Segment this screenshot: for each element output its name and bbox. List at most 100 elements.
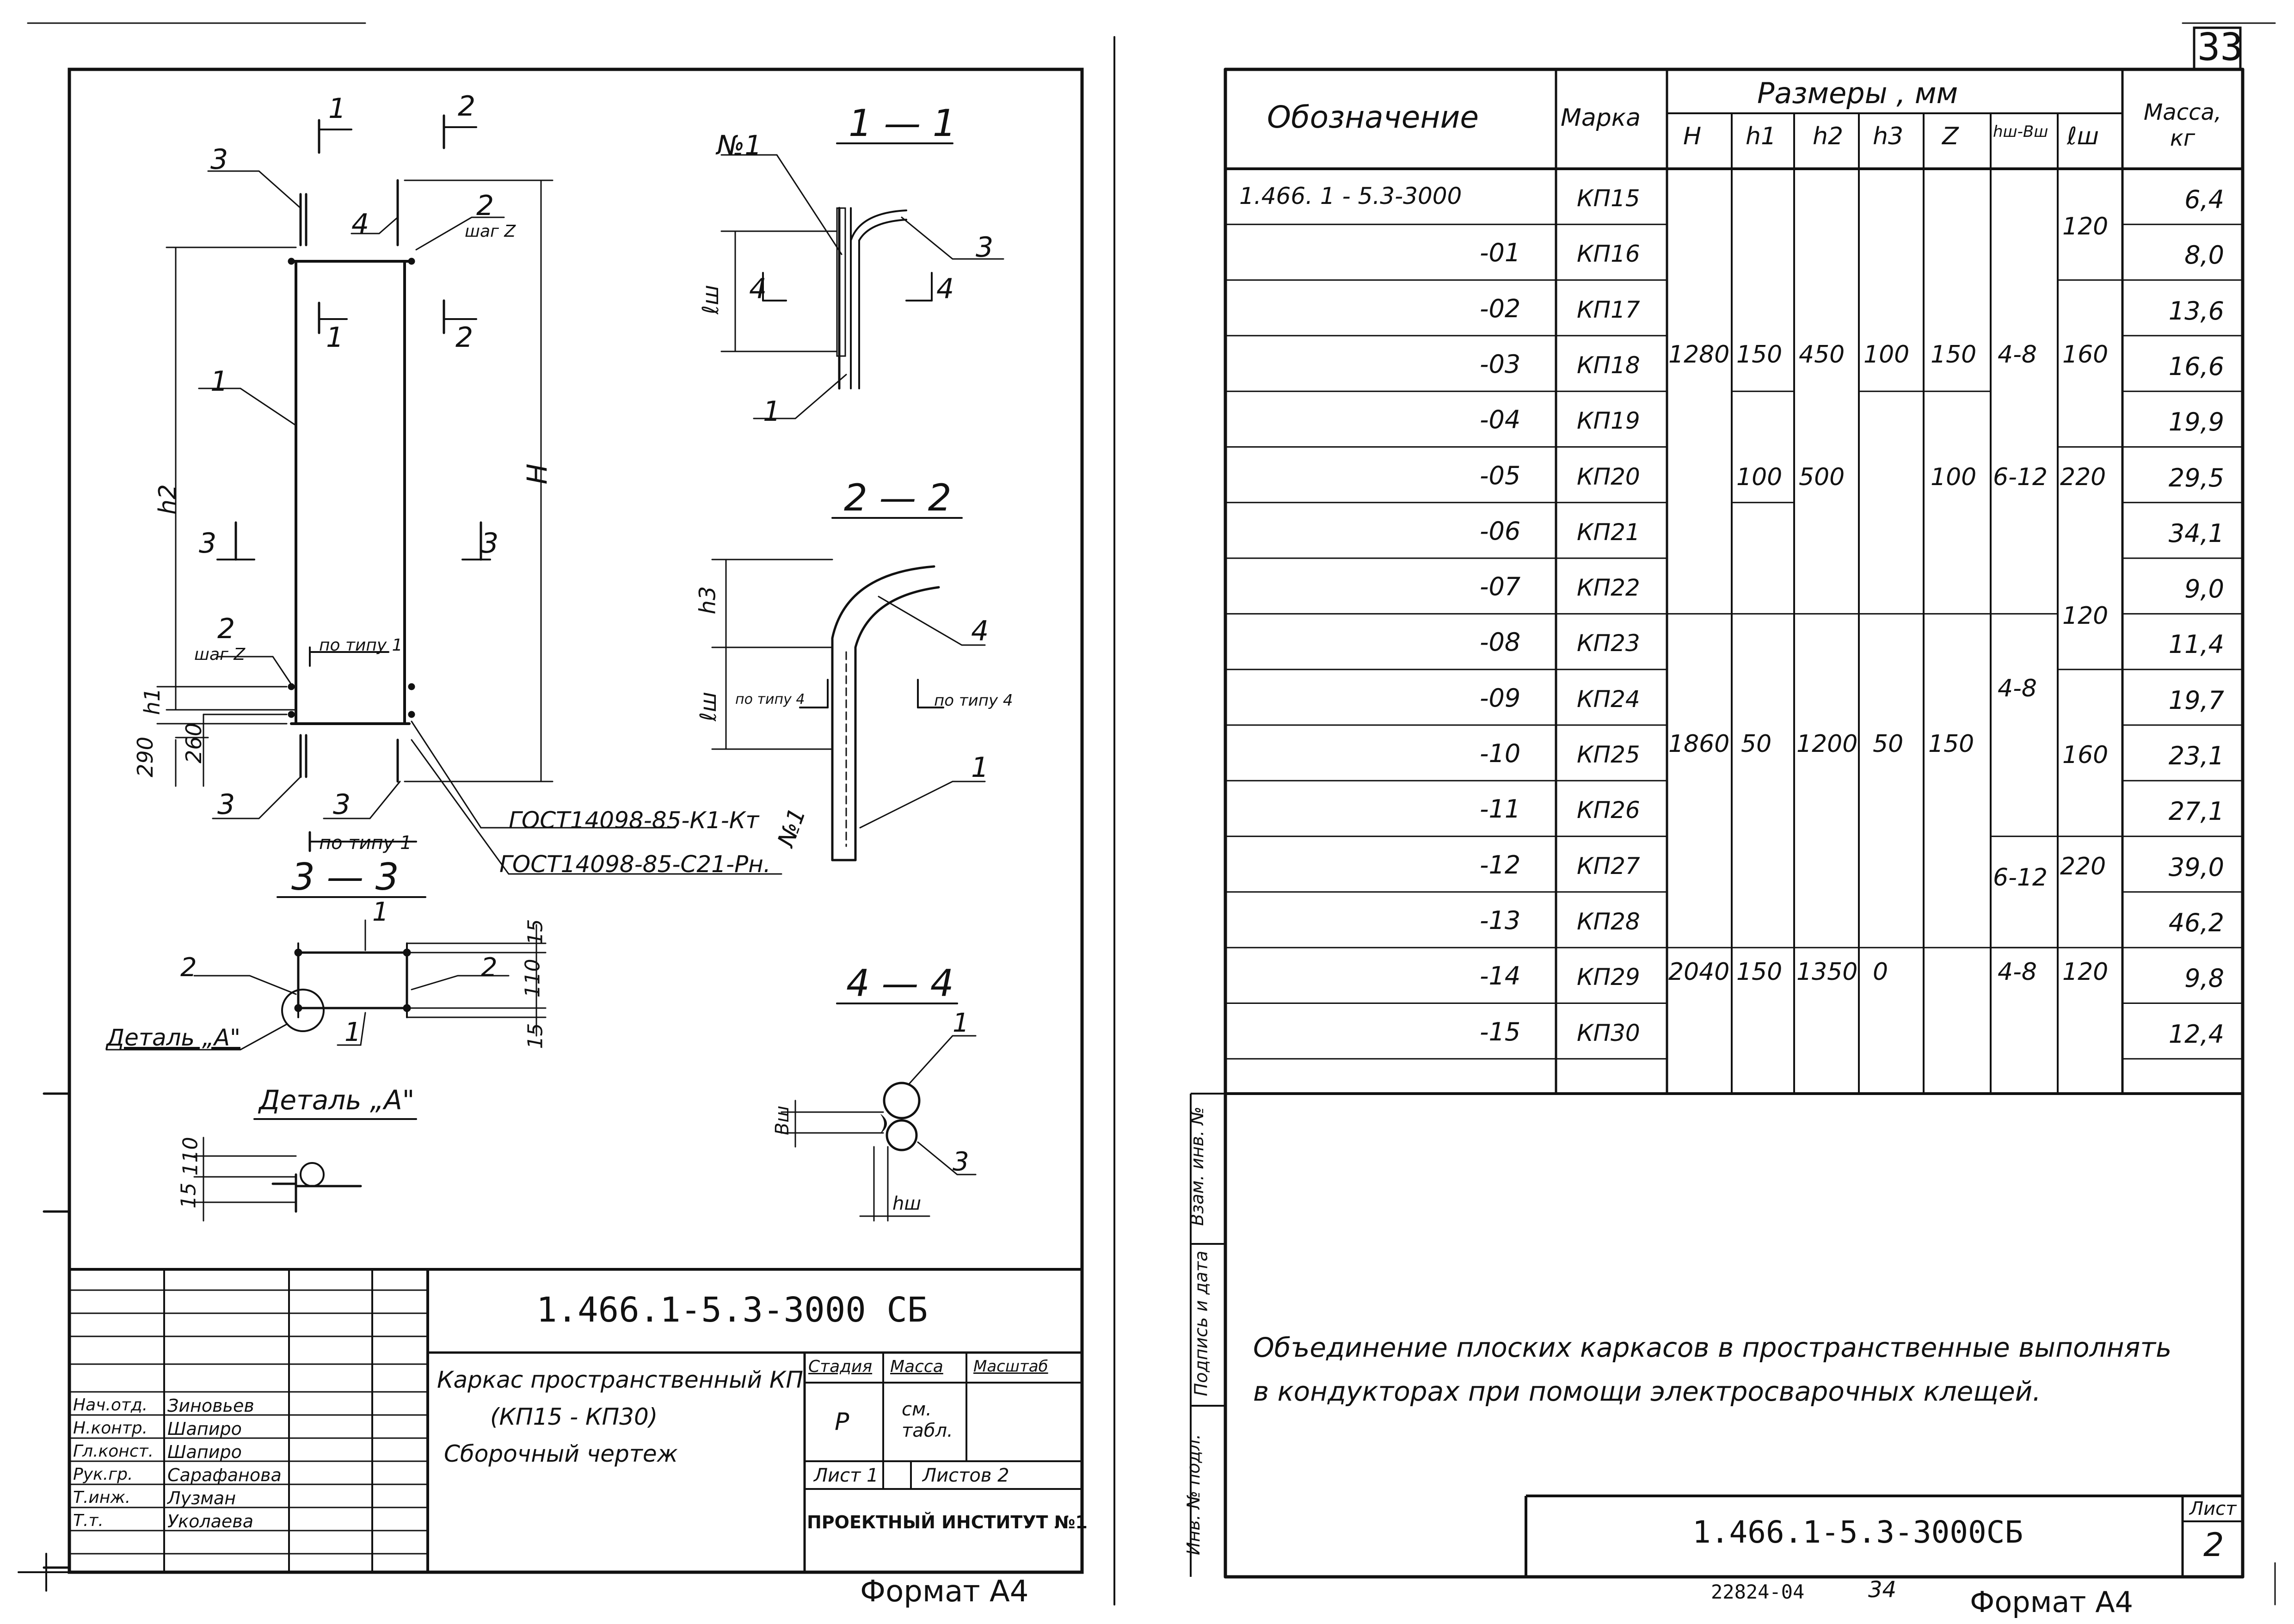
note-line1: Объединение плоских каркасов в пространс… <box>1253 1332 2172 1363</box>
merged-cell-h1_100: 100 <box>1736 463 1783 491</box>
merged-cell-l_160b: 160 <box>2062 741 2109 769</box>
row-mass: 34,1 <box>2168 518 2224 548</box>
stadia-value: Р <box>835 1408 849 1436</box>
row-mass: 19,7 <box>2168 685 2224 715</box>
row-mark: КП17 <box>1577 296 1640 323</box>
person-name: Шапиро <box>167 1419 242 1439</box>
person-name: Лузман <box>167 1488 236 1508</box>
col-massa: Масса <box>890 1357 943 1376</box>
header-mark: Марка <box>1561 104 1641 132</box>
row-designation: -02 <box>1480 294 1521 323</box>
row-mark: КП21 <box>1577 518 1640 546</box>
listov-value: Листов 2 <box>923 1465 1009 1486</box>
merged-cell-hb_48b: 4-8 <box>1998 674 2037 702</box>
format-label-left: Формат А4 <box>860 1575 1029 1609</box>
pos-label-2-top: 2 <box>476 190 494 222</box>
pos-label-1-s22: 1 <box>971 751 989 784</box>
person-name: Шапиро <box>167 1442 242 1462</box>
merged-cell-H_2040: 2040 <box>1668 958 1730 986</box>
pos-label-1-s33b: 1 <box>344 1017 361 1047</box>
pos-label-1-main: 1 <box>210 365 228 398</box>
gost-label-2: ГОСТ14098-85-С21-Рн. <box>499 851 771 878</box>
row-designation: -07 <box>1480 572 1521 602</box>
row-mark: КП20 <box>1577 463 1640 490</box>
dim-h1: h1 <box>140 688 165 715</box>
merged-cell-l_120c: 120 <box>2062 958 2109 986</box>
row-mark: КП29 <box>1577 964 1640 991</box>
size-subheader: H <box>1683 123 1702 150</box>
dim-lsh-s11: ℓш <box>697 285 724 314</box>
pos-label-1-s11: 1 <box>763 395 781 428</box>
row-designation: 1.466. 1 - 5.3-3000 <box>1239 183 1462 209</box>
row-mark: КП24 <box>1577 685 1640 713</box>
merged-cell-l_160a: 160 <box>2062 340 2109 369</box>
row-mass: 29,5 <box>2168 463 2224 492</box>
dim-lsh-s22: ℓш <box>695 692 721 721</box>
merged-cell-h2_1350: 1350 <box>1796 958 1858 986</box>
pos-label-2-s33r: 2 <box>481 953 498 983</box>
merged-cell-h2_450: 450 <box>1799 340 1845 369</box>
table-row-lines <box>1225 223 2243 1060</box>
row-designation: -04 <box>1480 405 1521 435</box>
merged-cell-H_1860: 1860 <box>1668 730 1730 758</box>
dim-15-c: 15 <box>177 1182 201 1209</box>
dim-110-b: 110 <box>178 1137 203 1176</box>
step-z-left: шаг Z <box>194 645 246 664</box>
size-subheader: h2 <box>1813 123 1844 150</box>
title-desc-line2: (КП15 - КП30) <box>490 1403 658 1430</box>
gost-label-1: ГОСТ14098-85-К1-Кт <box>509 807 759 834</box>
person-name: Уколаева <box>167 1511 253 1532</box>
row-mass: 19,9 <box>2168 407 2224 437</box>
row-designation: -11 <box>1480 794 1521 824</box>
row-mark: КП18 <box>1577 351 1640 379</box>
section-title-3-3: 3 — 3 <box>291 855 399 898</box>
format-label-right: Формат А4 <box>1970 1585 2134 1619</box>
massa-value: см. табл. <box>902 1399 953 1441</box>
dim-15-a: 15 <box>523 919 547 945</box>
row-designation: -09 <box>1480 683 1521 713</box>
detail-a-reference: Деталь „А" <box>106 1024 241 1051</box>
merged-cell-hb_48: 4-8 <box>1998 340 2037 369</box>
side-stamp-inventory: Инв. № подл. <box>1183 1433 1204 1556</box>
dim-hsh: hш <box>892 1193 921 1214</box>
merged-cell-h2_1200: 1200 <box>1796 730 1858 758</box>
cut-label-2-top: 2 <box>458 90 476 123</box>
row-designation: -15 <box>1480 1017 1521 1046</box>
right-title-code: 1.466.1-5.3-3000СБ <box>1692 1514 2023 1550</box>
pos-label-2-s33l: 2 <box>180 953 197 983</box>
pos-label-3-s44: 3 <box>953 1147 969 1177</box>
row-mark: КП15 <box>1577 185 1640 212</box>
cut-label-3-right: 3 <box>481 527 499 560</box>
dim-290: 290 <box>132 737 158 777</box>
merged-cell-hb_48c: 4-8 <box>1998 958 2037 986</box>
dim-260: 260 <box>181 723 206 763</box>
person-role: Н.контр. <box>73 1419 148 1438</box>
pos-label-3-s11: 3 <box>976 231 994 264</box>
title-desc-line1: Каркас пространственный КП <box>437 1366 803 1393</box>
row-mass: 27,1 <box>2168 797 2224 826</box>
row-mark: КП23 <box>1577 630 1640 657</box>
page-number: 33 <box>2197 25 2243 69</box>
note-line2: в кондукторах при помощи электросварочны… <box>1253 1376 2041 1407</box>
row-mass: 13,6 <box>2168 296 2224 326</box>
header-designation: Обозначение <box>1267 99 1479 135</box>
organization-name: ПРОЕКТНЫЙ ИНСТИТУТ №1 <box>807 1512 1088 1532</box>
detail-a-title: Деталь „А" <box>259 1084 415 1116</box>
row-mass: 6,4 <box>2184 185 2224 214</box>
col-masshtab: Масштаб <box>973 1357 1048 1376</box>
merged-cell-h3_100: 100 <box>1863 340 1910 369</box>
merged-cell-h3_0: 0 <box>1873 958 1888 986</box>
pos-label-1-s44: 1 <box>953 1008 969 1038</box>
header-mass: Масса, кг <box>2143 99 2222 151</box>
row-designation: -12 <box>1480 850 1521 880</box>
cut-label-1-mid: 1 <box>326 321 344 354</box>
merged-cell-H_1280: 1280 <box>1668 340 1730 369</box>
row-designation: -06 <box>1480 516 1521 546</box>
merged-cell-h1_150: 150 <box>1736 340 1783 369</box>
pos-label-1-s33: 1 <box>372 897 389 927</box>
side-stamp-signature: Подпись и дата <box>1191 1250 1212 1396</box>
row-designation: -08 <box>1480 627 1521 657</box>
sheet-number: 2 <box>2203 1526 2224 1564</box>
cut-label-2-mid: 2 <box>455 321 474 354</box>
